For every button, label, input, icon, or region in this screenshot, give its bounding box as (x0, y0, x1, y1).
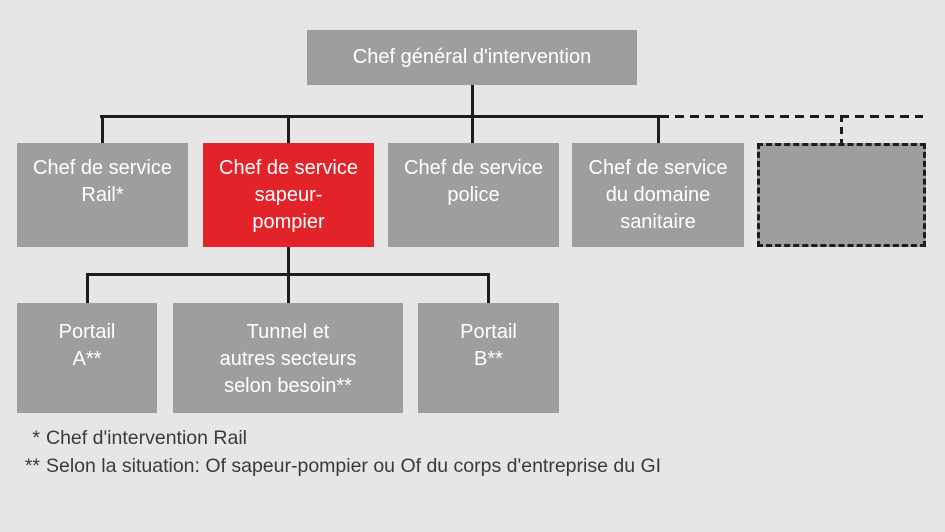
footnote-situation-text: Selon la situation: Of sapeur-pompier ou… (46, 455, 662, 477)
connector-main-horizontal (100, 115, 660, 118)
footnote-rail-marker: * (32, 427, 40, 449)
sector-box-portal-a: Portail A** (17, 303, 157, 413)
sector-box-portal-a-label: Portail A** (58, 321, 116, 370)
connector-drop-fire (287, 115, 290, 143)
sector-box-tunnel: Tunnel et autres secteurs selon besoin** (173, 303, 403, 413)
service-box-rail-label: Chef de service Rail* (33, 157, 172, 206)
service-box-sanitaire-label: Chef de service du domaine sanitaire (588, 157, 728, 233)
connector-drop-portal-a (86, 273, 89, 303)
connector-drop-portal-b (487, 273, 490, 303)
footnotes: * Chef d'intervention Rail ** Selon la s… (0, 424, 661, 480)
service-box-police-label: Chef de service police (404, 157, 543, 206)
footnote-situation: ** Selon la situation: Of sapeur-pompier… (0, 452, 661, 480)
sector-box-tunnel-label: Tunnel et autres secteurs selon besoin** (219, 321, 357, 397)
connector-drop-tunnel (287, 273, 290, 303)
sector-box-portal-b-label: Portail B** (460, 321, 517, 370)
root-box-chef-general: Chef général d'intervention (307, 30, 637, 85)
connector-dashed-horizontal (660, 115, 923, 118)
connector-drop-medical (657, 115, 660, 143)
service-box-sapeur-pompier-label: Chef de service sapeur- pompier (219, 157, 358, 233)
connector-root-vertical (471, 85, 474, 116)
connector-dashed-drop-reserved (840, 115, 843, 143)
footnote-rail-text: Chef d'intervention Rail (46, 427, 247, 449)
sector-box-portal-b: Portail B** (418, 303, 559, 413)
service-box-reserved-empty (757, 143, 926, 247)
footnote-situation-marker: ** (24, 455, 40, 477)
footnote-rail: * Chef d'intervention Rail (0, 424, 661, 452)
connector-fire-vertical (287, 247, 290, 274)
service-box-sanitaire: Chef de service du domaine sanitaire (572, 143, 744, 247)
connector-drop-rail (101, 115, 104, 143)
service-box-police: Chef de service police (388, 143, 559, 247)
root-box-label: Chef général d'intervention (352, 46, 592, 68)
service-box-rail: Chef de service Rail* (17, 143, 188, 247)
connector-drop-police (471, 115, 474, 143)
service-box-sapeur-pompier: Chef de service sapeur- pompier (203, 143, 374, 247)
